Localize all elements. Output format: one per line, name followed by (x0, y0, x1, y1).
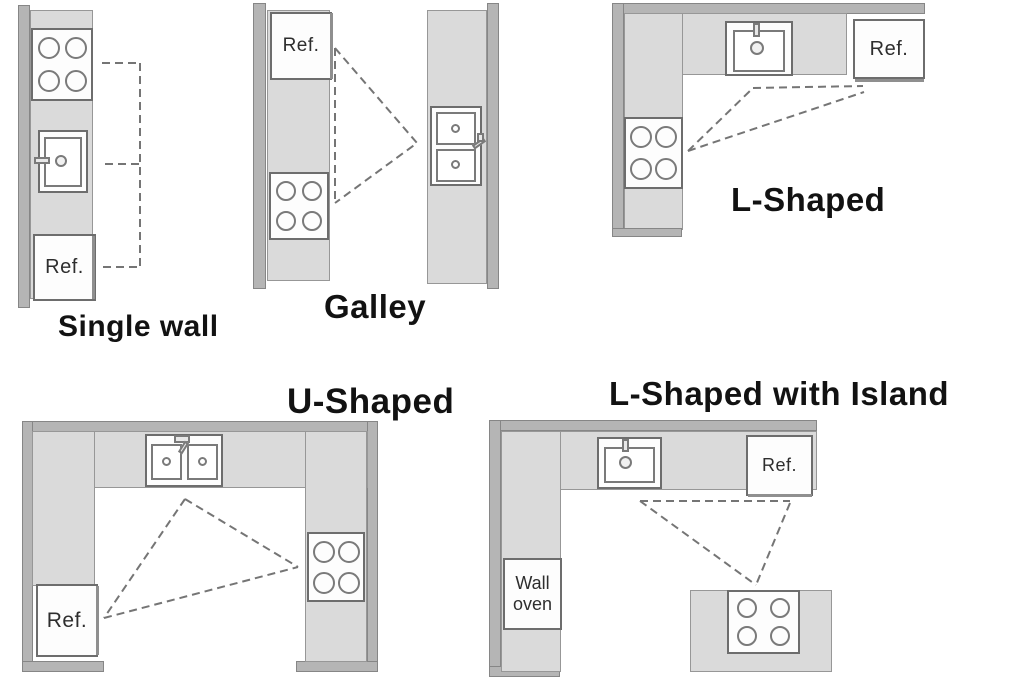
sink-basin-icon (151, 444, 182, 480)
burner-icon (769, 598, 790, 618)
burner-icon (37, 69, 60, 92)
drain-icon (198, 457, 207, 466)
work-triangle-l-shaped (687, 91, 865, 152)
sink-basin-icon (436, 149, 476, 182)
faucet-knob-icon (750, 41, 764, 55)
burner-icon (276, 181, 296, 201)
wall-segment (487, 3, 499, 289)
faucet-icon (34, 157, 50, 164)
burner-icon (629, 126, 652, 148)
burner-icon (64, 37, 87, 60)
wall-oven: Wall oven (503, 558, 562, 630)
counter-corner (307, 433, 365, 486)
work-triangle-island (639, 500, 757, 586)
wall-segment (296, 661, 378, 672)
faucet-knob-icon (55, 155, 67, 167)
refrigerator: Ref. (36, 584, 98, 657)
fridge-label: Ref. (869, 37, 909, 60)
door-swing-line (330, 13, 333, 79)
faucet-icon (174, 435, 190, 443)
burner-icon (302, 181, 322, 201)
counter-corner (503, 433, 559, 488)
wall-segment (253, 3, 266, 289)
panel-title-single-wall: Single wall (58, 310, 219, 343)
burner-icon (737, 626, 758, 646)
burner-icon (737, 598, 758, 618)
panel-title-l-shaped: L-Shaped (731, 181, 886, 218)
wall-segment (612, 3, 624, 237)
burner-icon (769, 626, 790, 646)
work-triangle-u-shaped (184, 498, 299, 568)
fridge-label: Ref. (45, 256, 84, 278)
faucet-icon (477, 133, 484, 142)
cooktop (31, 28, 93, 101)
work-triangle-island (755, 502, 791, 586)
drain-icon (451, 160, 460, 169)
burner-icon (312, 540, 335, 563)
panel-title-u-shaped: U-Shaped (287, 382, 455, 421)
door-swing-line (855, 79, 924, 82)
refrigerator: Ref. (853, 19, 925, 79)
work-triangle-l-shaped (687, 87, 754, 152)
wall-oven-label: Wall oven (512, 573, 553, 614)
burner-icon (37, 37, 60, 60)
burner-icon (655, 126, 678, 148)
panel-title-l-shaped-with-island: L-Shaped with Island (609, 375, 950, 412)
refrigerator: Ref. (33, 234, 96, 301)
cooktop (307, 532, 365, 602)
work-triangle-galley (334, 47, 419, 204)
wall-segment (612, 228, 682, 237)
faucet-icon (622, 439, 629, 452)
faucet-icon (753, 23, 760, 37)
burner-icon (337, 571, 360, 594)
burner-icon (302, 211, 322, 231)
work-triangle-l-shaped (752, 85, 864, 89)
work-triangle-u-shaped (103, 566, 299, 619)
fridge-label: Ref. (282, 35, 320, 56)
burner-icon (629, 158, 652, 180)
door-swing-line (748, 494, 812, 497)
cooktop (624, 117, 683, 189)
burner-icon (276, 211, 296, 231)
fridge-label: Ref. (761, 455, 797, 475)
wall-segment (367, 421, 378, 672)
burner-icon (337, 540, 360, 563)
refrigerator: Ref. (746, 435, 813, 496)
faucet-knob-icon (619, 456, 632, 469)
wall-segment (18, 5, 30, 308)
drain-icon (162, 457, 171, 466)
burner-icon (655, 158, 678, 180)
door-swing-line (92, 236, 95, 299)
refrigerator: Ref. (270, 12, 332, 80)
panel-title-galley: Galley (324, 288, 427, 325)
wall-segment (22, 661, 104, 672)
burner-icon (64, 69, 87, 92)
wall-segment (489, 420, 501, 677)
sink-basin-icon (436, 112, 476, 145)
door-swing-line (96, 586, 99, 655)
cooktop (269, 172, 329, 240)
wall-segment (489, 420, 817, 431)
drain-icon (451, 124, 460, 133)
counter-corner (626, 15, 681, 73)
counter-corner (34, 433, 93, 486)
work-triangle-u-shaped (103, 498, 186, 619)
burner-icon (312, 571, 335, 594)
island-cooktop (727, 590, 800, 654)
fridge-label: Ref. (46, 608, 88, 632)
